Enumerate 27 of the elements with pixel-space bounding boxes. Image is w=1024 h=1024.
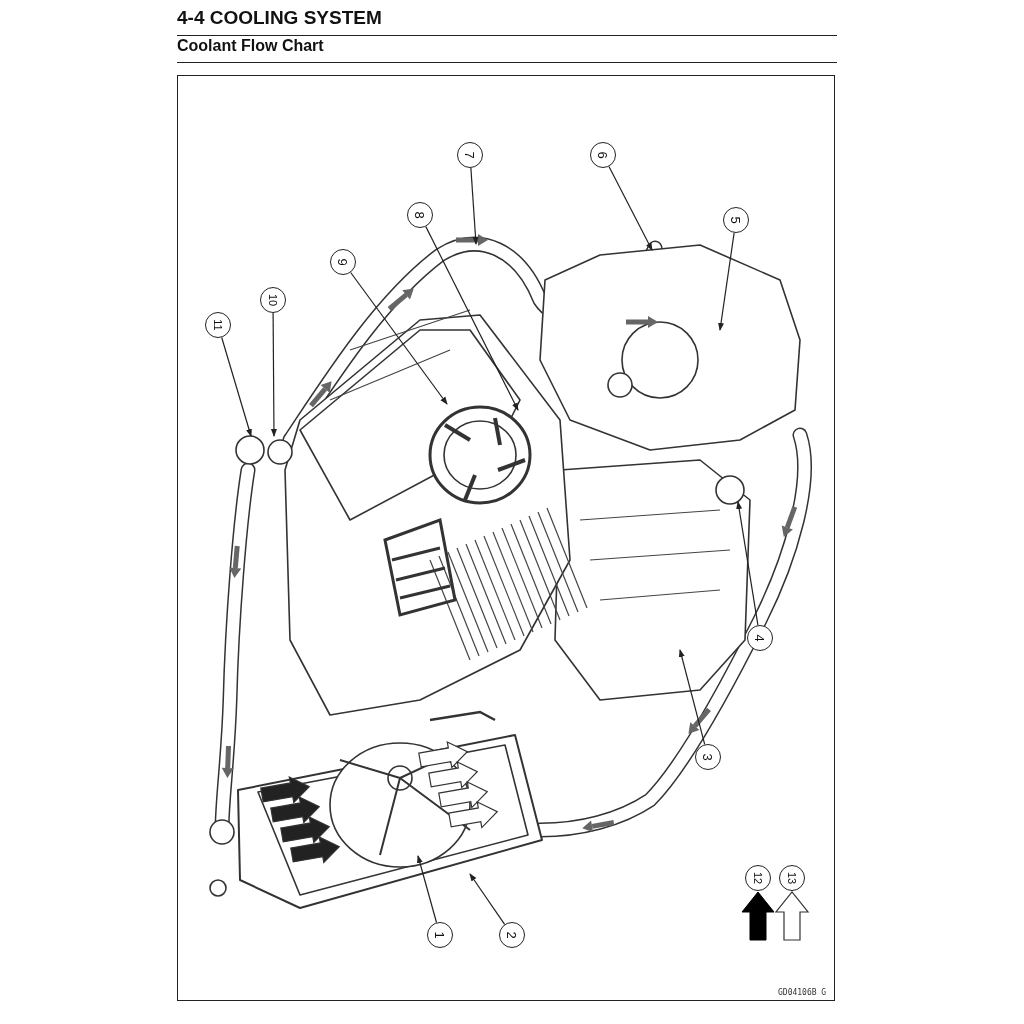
callout-number: 1	[427, 922, 453, 948]
leader-line	[425, 226, 519, 411]
callout-number: 11	[205, 312, 231, 338]
chart-subtitle: Coolant Flow Chart	[177, 37, 324, 55]
callout-number: 3	[695, 744, 721, 770]
section-title: 4-4 COOLING SYSTEM	[177, 7, 382, 29]
leader-line	[270, 312, 277, 437]
leader-line	[221, 336, 252, 437]
callout-number: 5	[723, 207, 749, 233]
callout-number: 13	[779, 865, 805, 891]
callout-number: 6	[590, 142, 616, 168]
leader-line	[417, 855, 438, 924]
leader-line	[678, 649, 706, 745]
leader-line	[470, 167, 479, 245]
leader-line	[350, 271, 448, 405]
leader-line	[736, 501, 759, 626]
callout-number: 10	[260, 287, 286, 313]
figure-code: GD04106B G	[778, 988, 827, 997]
callout-number: 8	[407, 202, 433, 228]
callout-number: 9	[330, 249, 356, 275]
callout-number: 2	[499, 922, 525, 948]
callout-number: 4	[747, 625, 773, 651]
leader-line	[718, 232, 735, 331]
leader-line	[469, 873, 506, 925]
leader-line	[608, 165, 653, 251]
callout-number: 7	[457, 142, 483, 168]
callout-number: 12	[745, 865, 771, 891]
